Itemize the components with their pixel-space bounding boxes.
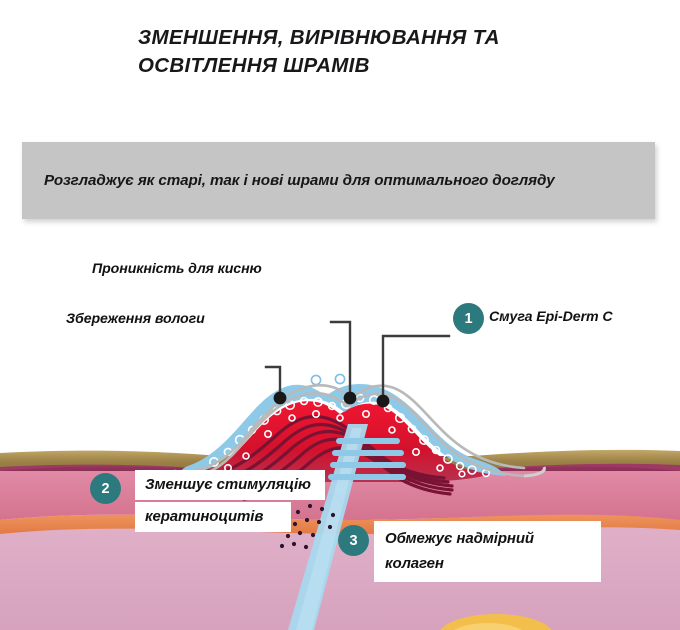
vessel-slats [328, 438, 406, 480]
subtitle-banner: Розгладжує як старі, так і нові шрами дл… [22, 142, 655, 219]
callout-label-keratinocytes-line2: кератиноцитів [135, 502, 292, 532]
gel-sheet-tail-right [523, 466, 546, 478]
escaping-bubbles [310, 373, 346, 386]
leader-dot-moisture [273, 391, 287, 405]
moisture-layer [180, 384, 506, 476]
leader-line-strip [381, 334, 451, 400]
badge-number-3: 3 [338, 525, 369, 556]
leader-dot-oxygen [343, 391, 357, 405]
leader-dots [273, 391, 390, 408]
callout-label-moisture: Збереження вологи [66, 311, 205, 327]
leader-dot-strip [376, 394, 390, 408]
page-title: ЗМЕНШЕННЯ, ВИРІВНЮВАННЯ ТА ОСВІТЛЕННЯ ШР… [138, 24, 608, 80]
layer-fat-lobule-highlight [454, 623, 522, 630]
badge-number-1: 1 [453, 303, 484, 334]
callout-label-oxygen: Проникність для кисню [92, 261, 262, 277]
callout-label-collagen: Обмежує надмірний колаген [374, 521, 601, 582]
page-title-line-2: ОСВІТЛЕННЯ ШРАМІВ [138, 54, 370, 77]
callout-label-keratinocytes-line1: Зменшує стимуляцію [135, 470, 325, 500]
subtitle-banner-text: Розгладжує як старі, так і нові шрами дл… [44, 172, 555, 189]
leader-line-moisture [264, 365, 282, 397]
leader-line-oxygen [329, 320, 352, 396]
callout-label-strip: Смуга Epi-Derm C [489, 309, 613, 325]
fibroblast-dots [279, 503, 336, 550]
page-title-line-1: ЗМЕНШЕННЯ, ВИРІВНЮВАННЯ ТА [138, 26, 500, 49]
leader-lines [264, 320, 451, 400]
badge-number-2: 2 [90, 473, 121, 504]
